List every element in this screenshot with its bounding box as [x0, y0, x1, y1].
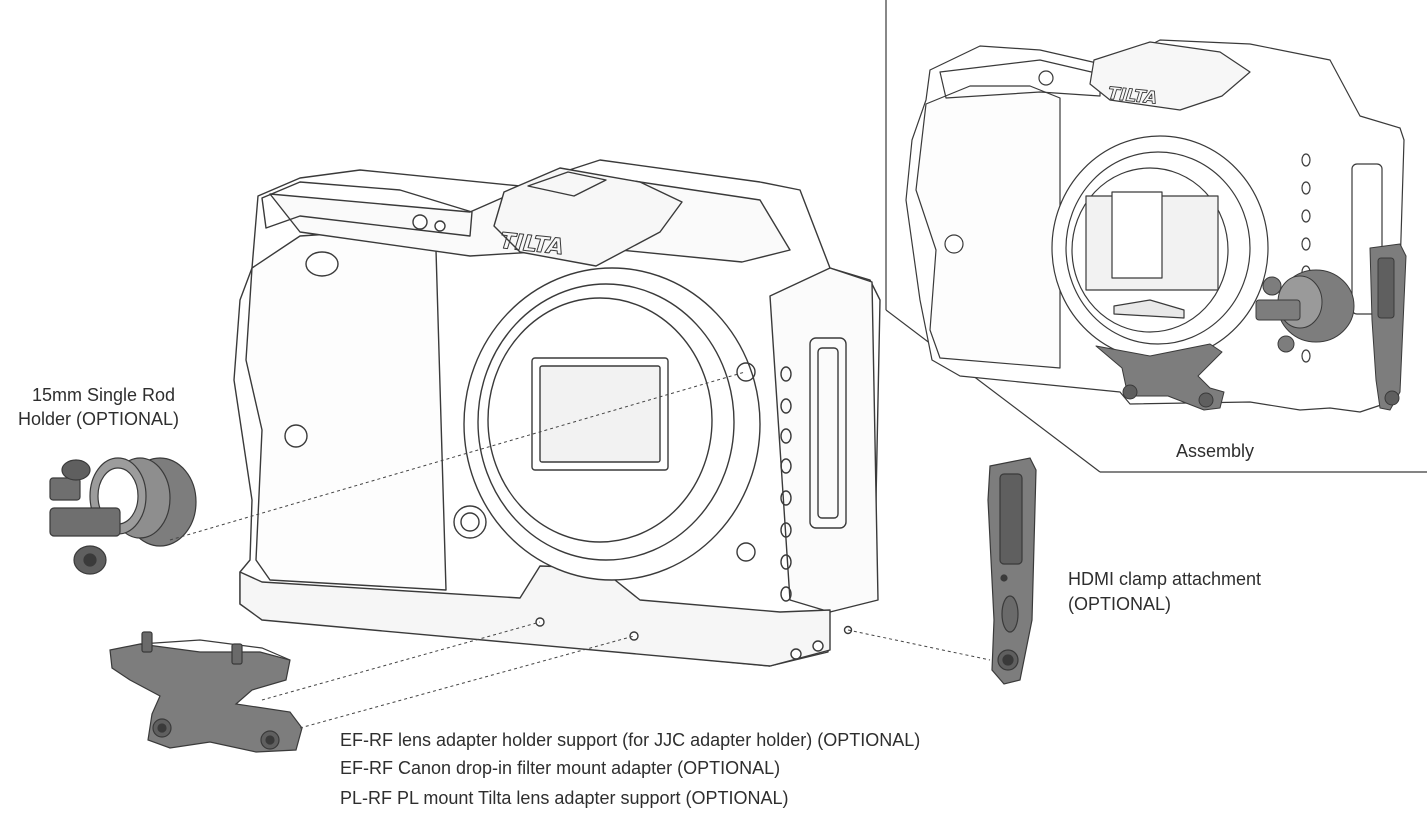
adapter-support-label-3: PL-RF PL mount Tilta lens adapter suppor… [340, 788, 789, 808]
leader-lines [169, 371, 991, 729]
rod-holder-label-line1: 15mm Single Rod [32, 385, 176, 405]
hdmi-clamp-label-line1: HDMI clamp attachment [1068, 569, 1262, 589]
adapter-support-part [109, 631, 303, 753]
assembly-inset-frame [885, 0, 1427, 473]
assembly-label: Assembly [1176, 441, 1255, 461]
camera-cage-main: TILTA [233, 159, 881, 667]
assembly-hdmi-clamp [1369, 243, 1407, 411]
assembly-rod-holder [1255, 269, 1355, 353]
hdmi-clamp-part [987, 457, 1037, 685]
adapter-support-label-1: EF-RF lens adapter holder support (for J… [340, 730, 921, 750]
assembly-adapter-support [1095, 343, 1225, 411]
rod-holder-label-line2: Holder (OPTIONAL) [18, 409, 180, 429]
hdmi-clamp-label-line2: (OPTIONAL) [1068, 594, 1172, 614]
camera-cage-assembly: TILTA [905, 39, 1407, 413]
adapter-support-label-2: EF-RF Canon drop-in filter mount adapter… [340, 758, 781, 778]
rod-holder-part [49, 457, 197, 575]
side-mounting-holes [736, 362, 792, 602]
